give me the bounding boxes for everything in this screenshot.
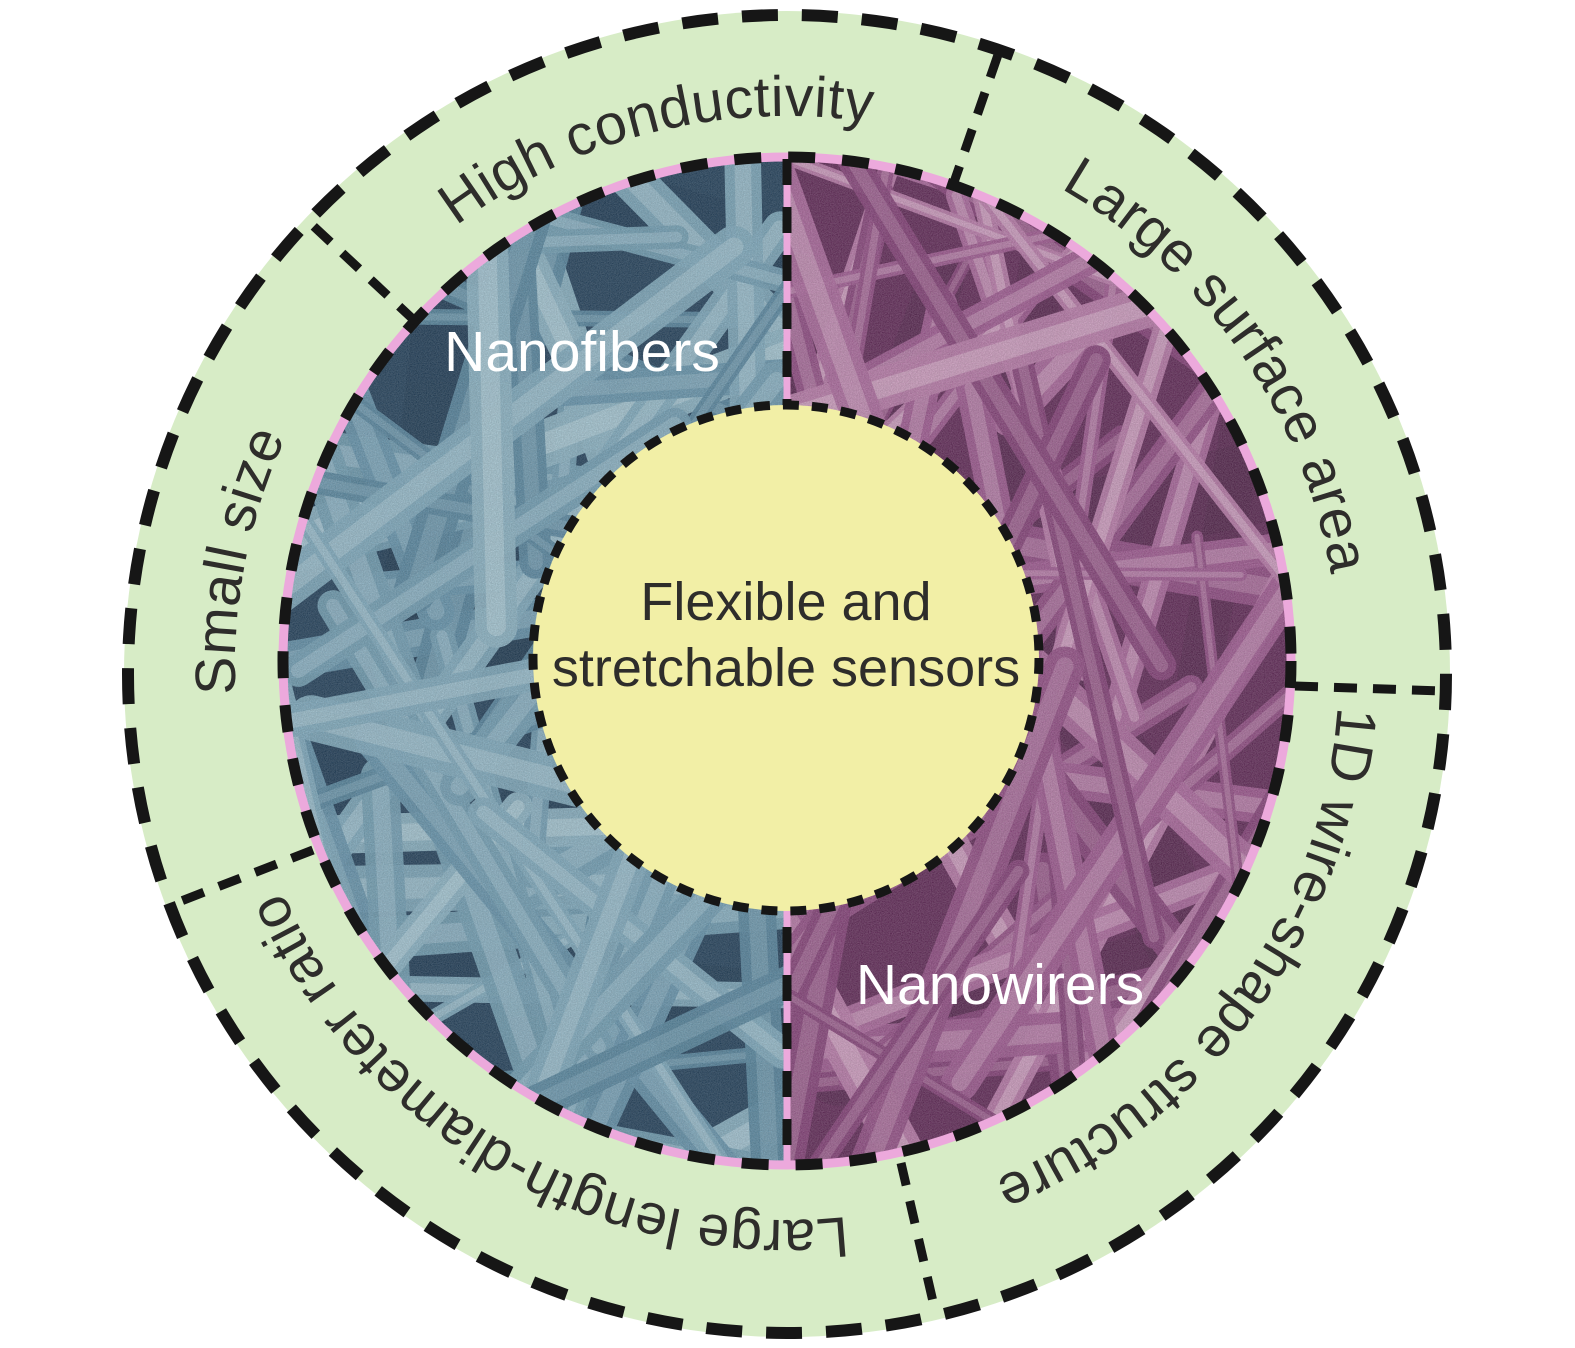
divider-high-surface [947, 47, 1005, 190]
nanowires-label: Nanowirers [856, 953, 1144, 1017]
center-label-line1: Flexible and [640, 572, 931, 632]
center-label-line2: stretchable sensors [552, 638, 1020, 698]
divider-wire-ratio [896, 1161, 939, 1308]
center-circle-dashed-border [528, 400, 1044, 916]
divider-surface-wire [1294, 681, 1443, 696]
nanofibers-label: Nanofibers [444, 320, 720, 384]
divider-small-high [304, 217, 420, 326]
inner-ring-dashed-border [277, 151, 1297, 1171]
ring-segment-dividers [174, 47, 1443, 1308]
outer-ring-dashed-border [122, 9, 1452, 1339]
divider-ratio-small [174, 845, 315, 908]
center-circle [533, 405, 1039, 911]
